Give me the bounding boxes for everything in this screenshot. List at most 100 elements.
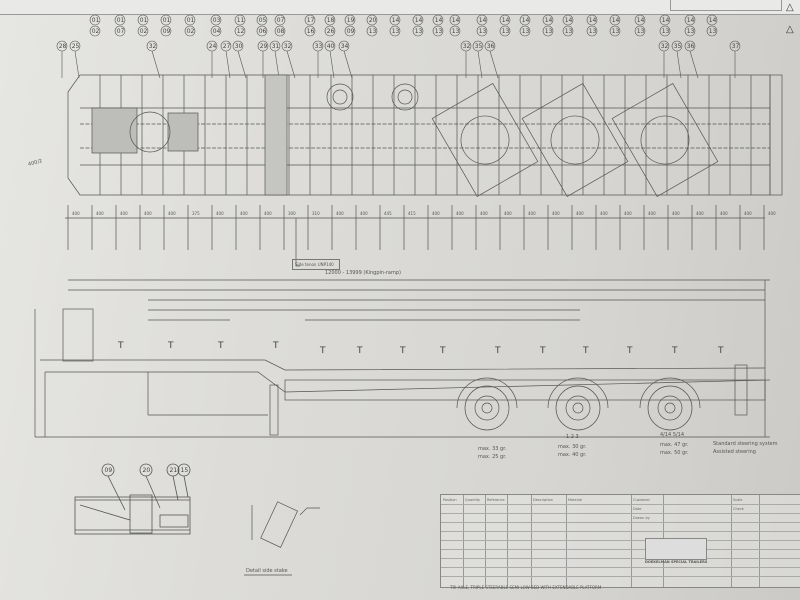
svg-text:01: 01	[92, 17, 100, 24]
table-header: Description	[533, 498, 553, 502]
svg-text:T: T	[319, 346, 326, 356]
svg-text:13: 13	[545, 28, 553, 35]
svg-text:13: 13	[522, 28, 530, 35]
svg-text:32: 32	[661, 43, 669, 50]
svg-text:400: 400	[672, 211, 680, 216]
svg-text:400: 400	[96, 211, 104, 216]
title-block: Position Quantity Reference Description …	[440, 494, 800, 588]
steering-note-1: Standard steering system	[713, 441, 778, 447]
svg-text:37: 37	[732, 43, 740, 50]
svg-text:375: 375	[192, 211, 200, 216]
svg-text:400: 400	[264, 211, 272, 216]
axle-load-3a: max. 47 gr.	[660, 442, 689, 448]
svg-text:32: 32	[463, 43, 471, 50]
svg-text:36: 36	[687, 43, 695, 50]
svg-text:35: 35	[674, 43, 682, 50]
svg-text:14: 14	[479, 17, 487, 24]
svg-text:400: 400	[120, 211, 128, 216]
svg-text:19: 19	[347, 17, 355, 24]
svg-text:400: 400	[600, 211, 608, 216]
svg-text:T: T	[582, 346, 589, 356]
svg-text:400: 400	[744, 211, 752, 216]
svg-text:14: 14	[565, 17, 573, 24]
svg-text:400: 400	[168, 211, 176, 216]
svg-text:04: 04	[213, 28, 221, 35]
axle-load-2a: max. 30 gr.	[558, 444, 587, 450]
svg-text:01: 01	[140, 17, 148, 24]
axle-load-2b: max. 40 gr.	[558, 452, 587, 458]
drawing-title: TRI-AXLE, TRIPLE STEERABLE SEMI LOW-BED …	[450, 585, 602, 590]
svg-text:415: 415	[408, 211, 416, 216]
svg-text:02: 02	[187, 28, 195, 35]
svg-text:T: T	[717, 346, 724, 356]
svg-text:05: 05	[259, 17, 267, 24]
svg-text:400: 400	[696, 211, 704, 216]
svg-text:400: 400	[336, 211, 344, 216]
svg-text:06: 06	[259, 28, 267, 35]
svg-text:T: T	[399, 346, 406, 356]
svg-text:13: 13	[479, 28, 487, 35]
svg-text:36: 36	[487, 43, 495, 50]
svg-text:T: T	[356, 346, 363, 356]
svg-text:01: 01	[117, 17, 125, 24]
company-name: DOEKELMAN SPECIAL TRAILERS	[645, 560, 708, 564]
svg-text:13: 13	[687, 28, 695, 35]
svg-text:28: 28	[59, 43, 67, 50]
svg-text:13: 13	[392, 28, 400, 35]
info-label: Check	[733, 507, 744, 511]
svg-text:13: 13	[612, 28, 620, 35]
side-view	[34, 279, 771, 438]
svg-text:31: 31	[272, 43, 280, 50]
svg-text:14: 14	[502, 17, 510, 24]
svg-text:14: 14	[687, 17, 695, 24]
info-label: Customer	[633, 498, 651, 502]
svg-text:02: 02	[140, 28, 148, 35]
steering-note-2: Assisted steering	[713, 449, 756, 455]
svg-text:13: 13	[435, 28, 443, 35]
svg-text:24: 24	[209, 43, 217, 50]
svg-text:20: 20	[143, 467, 151, 474]
revision-triangle-icon: △	[786, 24, 794, 35]
svg-text:13: 13	[452, 28, 460, 35]
svg-text:400: 400	[504, 211, 512, 216]
svg-text:T: T	[217, 341, 224, 351]
svg-text:21: 21	[170, 467, 178, 474]
svg-text:09: 09	[163, 28, 171, 35]
svg-text:01: 01	[187, 17, 195, 24]
svg-text:T: T	[439, 346, 446, 356]
svg-text:25: 25	[72, 43, 80, 50]
info-label: Scale	[733, 498, 743, 502]
svg-text:14: 14	[637, 17, 645, 24]
top-border	[0, 0, 800, 15]
svg-text:T: T	[671, 346, 678, 356]
svg-text:14: 14	[545, 17, 553, 24]
svg-text:07: 07	[117, 28, 125, 35]
svg-text:310: 310	[312, 211, 320, 216]
svg-text:T: T	[626, 346, 633, 356]
svg-text:13: 13	[415, 28, 423, 35]
company-logo	[645, 538, 707, 560]
svg-text:30: 30	[235, 43, 243, 50]
axle-load-3-header: 4/14 5/14	[660, 432, 685, 438]
svg-text:18: 18	[327, 17, 335, 24]
svg-text:400: 400	[576, 211, 584, 216]
svg-text:14: 14	[522, 17, 530, 24]
svg-text:400: 400	[624, 211, 632, 216]
table-header: Reference	[487, 498, 505, 502]
svg-text:14: 14	[435, 17, 443, 24]
svg-text:400: 400	[360, 211, 368, 216]
svg-text:40: 40	[327, 43, 335, 50]
svg-text:14: 14	[612, 17, 620, 24]
svg-text:13: 13	[502, 28, 510, 35]
svg-text:12: 12	[237, 28, 245, 35]
axle-load-2-header: 1 2 3	[566, 434, 579, 440]
svg-text:400: 400	[216, 211, 224, 216]
svg-text:14: 14	[662, 17, 670, 24]
info-label: Drawn by	[633, 516, 650, 520]
table-header: Quantity	[465, 498, 481, 502]
detail-side-stake	[244, 501, 320, 576]
svg-text:29: 29	[260, 43, 268, 50]
svg-text:09: 09	[105, 467, 113, 474]
